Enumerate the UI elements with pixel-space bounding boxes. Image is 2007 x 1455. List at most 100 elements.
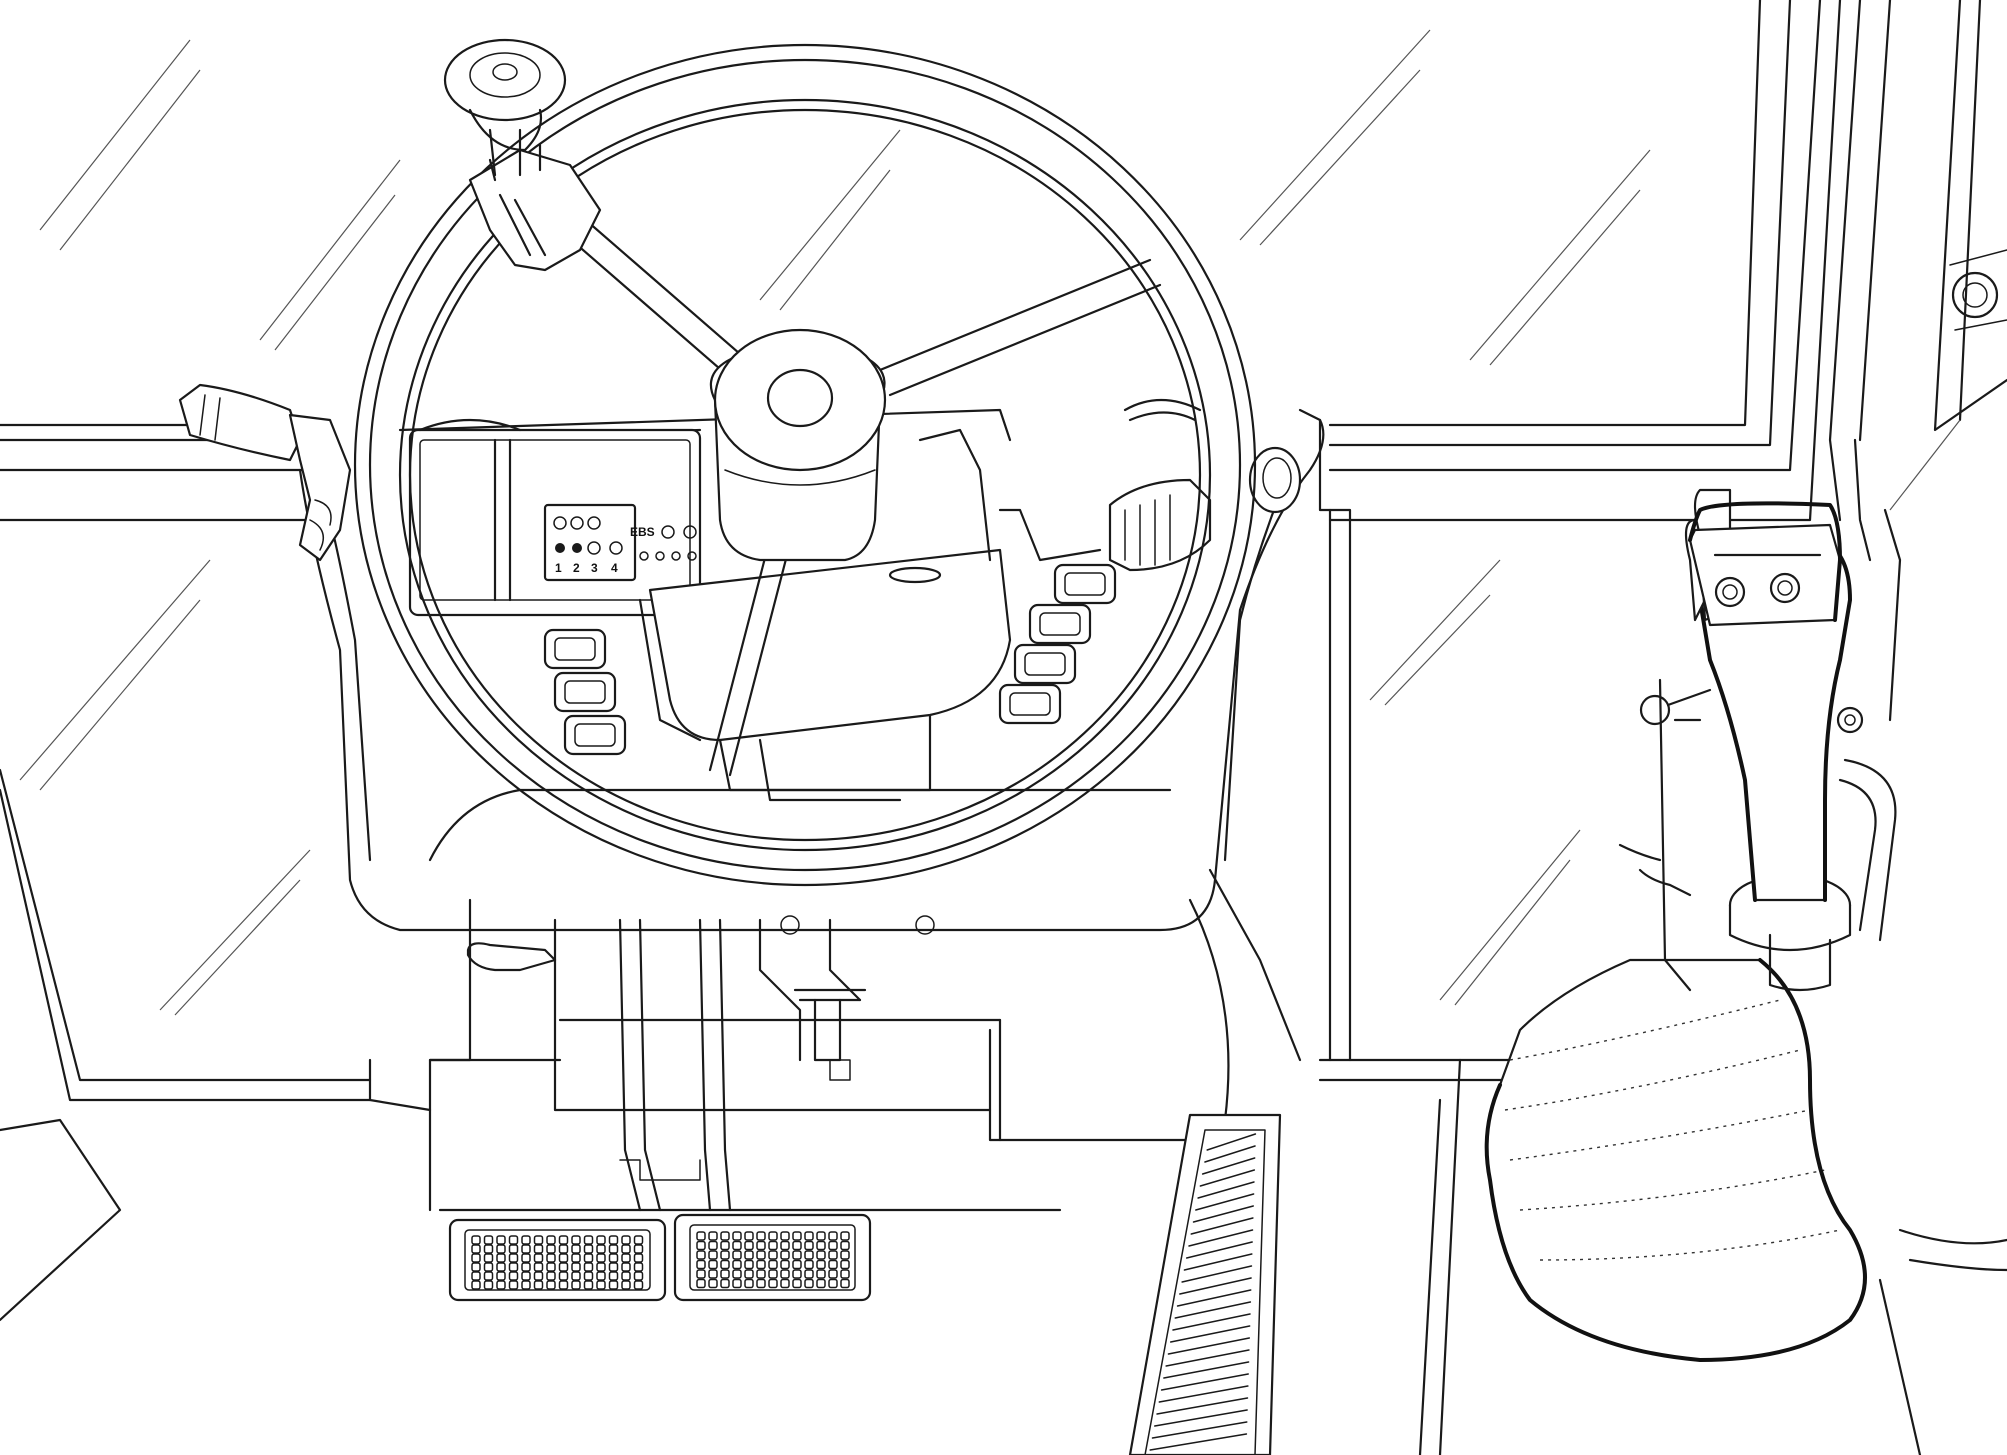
rocker-switch[interactable] [998, 683, 1062, 725]
joystick-button-left[interactable] [1714, 576, 1746, 608]
indicator-number: 1 [555, 561, 562, 575]
pedal-grip-dot [828, 1278, 838, 1289]
joystick-control[interactable] [1418, 438, 2007, 1455]
pedal-hatch-line [1183, 1253, 1253, 1271]
dashboard-housing [298, 408, 1352, 1212]
pedal-grip-dot [533, 1253, 544, 1263]
pedal-grip-dot [828, 1231, 838, 1241]
pedal-grip-dot [840, 1250, 850, 1260]
rocker-switch[interactable] [1053, 563, 1117, 605]
indicator-number: 3 [591, 561, 598, 575]
pedal-grip-dot [756, 1240, 766, 1251]
pedal-grip-dot [483, 1262, 494, 1272]
joystick-button-right[interactable] [1769, 572, 1801, 604]
rocker-switch[interactable] [543, 628, 607, 670]
glass-reflections [19, 29, 1961, 1016]
lever-side-knob[interactable] [1639, 694, 1671, 726]
steering-wheel[interactable] [353, 38, 1257, 887]
rocker-switch[interactable] [1013, 643, 1077, 685]
pedal-grip-dot [768, 1259, 778, 1270]
pedal-grip-dot [780, 1250, 790, 1260]
pedal-grip-dot [720, 1240, 730, 1251]
pedal-grip-dot [558, 1271, 569, 1281]
pedal-grip-dot [608, 1271, 619, 1281]
pedal-grip-dot [828, 1250, 838, 1260]
pedal-grip-dot [804, 1269, 814, 1279]
pedal-grip-dot [816, 1240, 826, 1251]
pedal-grip-dot [708, 1231, 718, 1241]
pedal-grip-dot [596, 1280, 606, 1290]
indicator-number: 2 [573, 561, 580, 575]
pedal-grip-dot [571, 1280, 581, 1290]
pedal-grip-dot [546, 1253, 556, 1263]
pedal-grip-dot [621, 1244, 631, 1254]
indicator-text-ebs: EBS [630, 525, 655, 539]
accelerator-pedal[interactable] [1128, 1113, 1282, 1455]
steering-column [638, 428, 1302, 802]
pedal-grip-dot [720, 1250, 730, 1260]
pedal-hatch-line [1158, 1385, 1249, 1403]
pedal-grip-dot [768, 1278, 778, 1289]
pedal-grip-dot [546, 1235, 556, 1245]
instrument-cluster: 1 2 3 4 EBS [398, 398, 1202, 617]
pedal-grip-dot [816, 1278, 826, 1289]
latch-handle[interactable] [466, 942, 557, 972]
indicator-light-icon [553, 516, 567, 530]
pedal-grip-dot [608, 1244, 619, 1254]
pedal-grip-dot [696, 1250, 706, 1260]
pedal-hatch-line [1185, 1241, 1253, 1259]
brake-pedal-left[interactable] [448, 1218, 667, 1302]
pedal-grip-dot [708, 1240, 718, 1251]
brake-pedal-right[interactable] [673, 1213, 872, 1302]
pedal-grip-dot [546, 1280, 556, 1290]
pedal-grip-dot [483, 1271, 494, 1281]
pedal-hatch-line [1169, 1325, 1251, 1343]
pedal-grip-dot [533, 1244, 544, 1254]
pedal-hatch-line [1165, 1349, 1250, 1367]
pedal-grip-dot [804, 1278, 814, 1289]
pedal-hatch-line [1190, 1217, 1254, 1235]
door-knob-icon[interactable] [1951, 271, 1999, 319]
pedal-grip-dot [533, 1271, 544, 1281]
pedal-grip-dot [840, 1240, 850, 1251]
pedal-grip-dot [756, 1259, 766, 1270]
pedal-grip-dot [571, 1235, 581, 1245]
pedal-grip-dot [792, 1231, 802, 1241]
pedal-grip-dot [496, 1244, 506, 1254]
pedal-grip-dot [496, 1262, 506, 1272]
right-stalk-switch[interactable] [1108, 478, 1212, 572]
pedal-grip-dot [558, 1253, 569, 1263]
pedal-grip-dot [496, 1271, 506, 1281]
pedal-grip-dot [496, 1280, 506, 1290]
rocker-switch[interactable] [553, 671, 617, 713]
pedal-grip-dot [720, 1278, 730, 1289]
left-stalk[interactable] [178, 383, 352, 562]
pedal-grip-dot [768, 1269, 778, 1279]
pedal-grip-dot [546, 1271, 556, 1281]
pedal-grip-dot [732, 1269, 742, 1279]
pedal-grip-dot [744, 1259, 754, 1270]
pedal-grip-dot [633, 1244, 644, 1254]
pedal-grip-dot [696, 1231, 706, 1241]
rocker-switch[interactable] [563, 714, 627, 756]
indicator-light-icon [570, 516, 584, 530]
pedal-grip-dot [533, 1280, 544, 1290]
pedal-grip-dot [768, 1250, 778, 1260]
pedal-grip-dot [816, 1250, 826, 1260]
indicator-light-icon [587, 541, 601, 555]
pedal-grip-dot [828, 1240, 838, 1251]
rocker-switch[interactable] [1028, 603, 1092, 645]
pedal-grip-dot [546, 1262, 556, 1272]
pedal-grip-dot [633, 1271, 644, 1281]
pedal-grip-dot [521, 1280, 531, 1290]
pedal-hatch-line [1167, 1337, 1251, 1355]
horn-badge-icon [888, 566, 942, 584]
pedal-grip-dot [804, 1231, 814, 1241]
pedal-hatch-line [1160, 1373, 1249, 1391]
pedal-grip-dot [508, 1271, 519, 1281]
pedal-grip-dot [780, 1231, 790, 1241]
pedal-hatch-line [1181, 1265, 1253, 1283]
pedal-grip-dot [756, 1269, 766, 1279]
pedal-grip-dot [840, 1231, 850, 1241]
pedal-grip-dot [840, 1259, 850, 1270]
